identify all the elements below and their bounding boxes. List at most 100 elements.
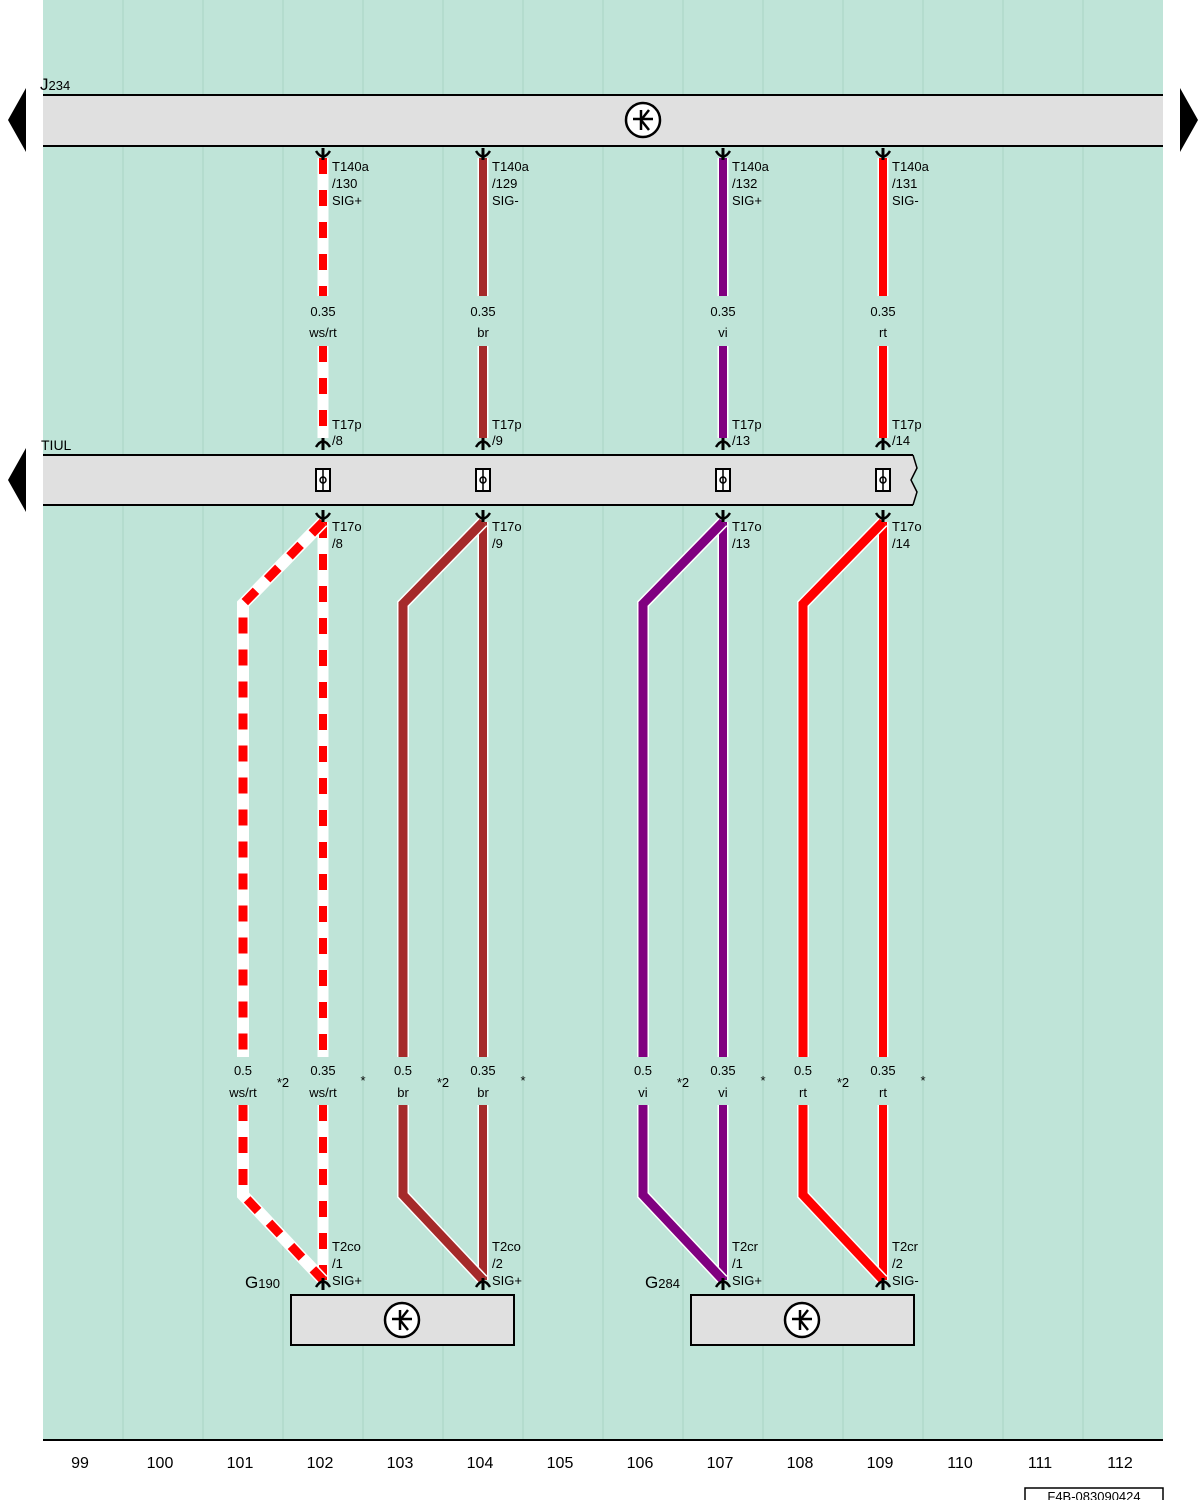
pin-number: /14: [892, 536, 910, 551]
column-number: 111: [1028, 1455, 1052, 1472]
splice-icon: [875, 468, 891, 492]
splice-icon: [715, 468, 731, 492]
pin-number: /1: [732, 1256, 743, 1271]
wire-size: 0.5: [794, 1063, 812, 1078]
pin-signal: SIG+: [492, 1273, 522, 1288]
column-number: 99: [71, 1455, 89, 1472]
column-number: 101: [227, 1455, 254, 1472]
lower-wire-branch-stripe: [238, 1105, 327, 1284]
splice-icon: [475, 468, 491, 492]
wire-color: vi: [718, 325, 728, 340]
lower-wire-branch: [398, 1105, 487, 1284]
pin-signal: SIG-: [892, 1273, 919, 1288]
sensor-symbol-icon: [624, 101, 662, 139]
wire-size: 0.35: [870, 1063, 895, 1078]
sensor-symbol-icon: [383, 1301, 421, 1339]
wire-size: 0.35: [310, 304, 335, 319]
pin-number: /13: [732, 433, 750, 448]
control-unit-j234: [43, 94, 1163, 147]
pin-number: /130: [332, 176, 357, 191]
wire-note: *: [360, 1073, 365, 1088]
wire-color: rt: [879, 325, 887, 340]
pin-number: /9: [492, 536, 503, 551]
tiul-label: TIUL: [41, 437, 72, 453]
wire-note: *2: [677, 1075, 689, 1090]
column-number: 109: [867, 1455, 894, 1472]
doc-code-box: [1024, 1487, 1164, 1500]
wire-color: br: [477, 1085, 489, 1100]
labels: 0.35ws/rt0.35br0.35vi0.35rt0.5ws/rt*20.3…: [228, 159, 929, 1288]
pin-number: /2: [492, 1256, 503, 1271]
pin-number: /1: [332, 1256, 343, 1271]
pin-number: /13: [732, 536, 750, 551]
wire-size: 0.5: [634, 1063, 652, 1078]
wire-size: 0.5: [394, 1063, 412, 1078]
wire-color: br: [397, 1085, 409, 1100]
column-number: 105: [547, 1455, 574, 1472]
lower-wire-branch: [398, 518, 487, 1057]
pin-number: /9: [492, 433, 503, 448]
pin-signal: SIG+: [332, 1273, 362, 1288]
arrow-left-icon[interactable]: [8, 448, 26, 512]
pin-connector: T2cr: [732, 1239, 759, 1254]
sensor-symbol-icon: [783, 1301, 821, 1339]
wire-color: rt: [879, 1085, 887, 1100]
g284-label: G284: [645, 1273, 680, 1292]
pin-connector: T17o: [332, 519, 362, 534]
pin-connector: T140a: [492, 159, 530, 174]
pin-signal: SIG+: [732, 1273, 762, 1288]
column-number: 104: [467, 1455, 494, 1472]
wire-color: br: [477, 325, 489, 340]
g190-label: G190: [245, 1273, 280, 1292]
pin-signal: SIG-: [892, 193, 919, 208]
wire-size: 0.35: [470, 1063, 495, 1078]
lower-wire-branch: [638, 518, 727, 1057]
wire-color: vi: [718, 1085, 728, 1100]
wires: [237, 158, 889, 1285]
pin-signal: SIG+: [732, 193, 762, 208]
pin-connector: T140a: [732, 159, 770, 174]
pin-connector: T2co: [492, 1239, 521, 1254]
pin-number: /14: [892, 433, 910, 448]
wire-note: *2: [837, 1075, 849, 1090]
wire-color: rt: [799, 1085, 807, 1100]
lower-wire-branch: [798, 1105, 887, 1284]
lower-wire-branch: [798, 518, 887, 1057]
pin-number: /129: [492, 176, 517, 191]
pin-number: /2: [892, 1256, 903, 1271]
column-number: 112: [1107, 1455, 1133, 1472]
sensor-g190: [290, 1294, 515, 1346]
column-number: 110: [947, 1455, 973, 1472]
pin-connector: T140a: [332, 159, 370, 174]
pin-signal: SIG+: [332, 193, 362, 208]
wire-note: *: [760, 1073, 765, 1088]
j234-label: J234: [40, 75, 70, 94]
pin-number: /8: [332, 433, 343, 448]
pin-number: /8: [332, 536, 343, 551]
wire-note: *2: [437, 1075, 449, 1090]
wire-size: 0.35: [470, 304, 495, 319]
splice-icon: [315, 468, 331, 492]
wire-size: 0.35: [710, 304, 735, 319]
wire-note: *2: [277, 1075, 289, 1090]
pin-connector: T2cr: [892, 1239, 919, 1254]
wire-color: ws/rt: [228, 1085, 257, 1100]
wire-note: *: [920, 1073, 925, 1088]
wire-size: 0.35: [710, 1063, 735, 1078]
wire-size: 0.5: [234, 1063, 252, 1078]
wire-color: vi: [638, 1085, 648, 1100]
pin-connector: T17p: [892, 417, 922, 432]
pin-connector: T17o: [492, 519, 522, 534]
column-number: 107: [707, 1455, 734, 1472]
grid-dividers: [122, 0, 1084, 1440]
wire-size: 0.35: [310, 1063, 335, 1078]
arrow-left-icon[interactable]: [8, 88, 26, 152]
column-number: 100: [147, 1455, 174, 1472]
column-number: 108: [787, 1455, 814, 1472]
pin-connector: T140a: [892, 159, 930, 174]
arrow-right-icon[interactable]: [1180, 88, 1198, 152]
doc-code: F4B-083090424: [1047, 1489, 1140, 1500]
pin-signal: SIG-: [492, 193, 519, 208]
